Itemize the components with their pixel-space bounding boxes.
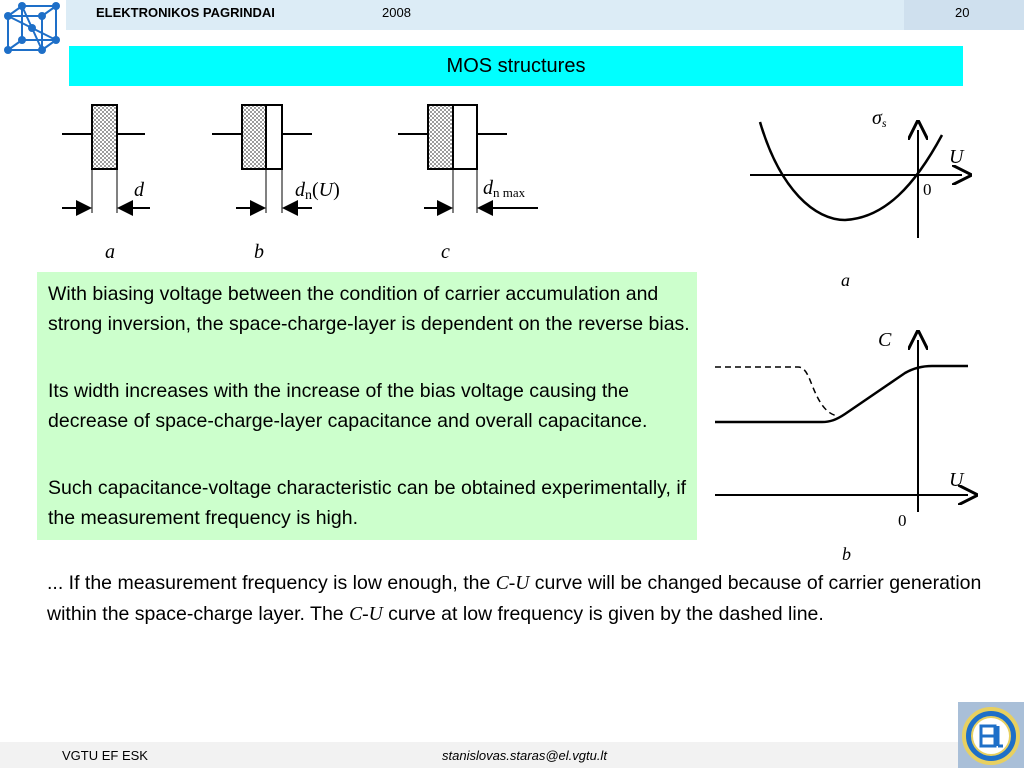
footer-institution: VGTU EF ESK bbox=[62, 748, 148, 763]
label-dnmax-group: dn max bbox=[483, 177, 526, 200]
slide-title: MOS structures bbox=[446, 55, 586, 77]
explanation-box: With biasing voltage between the conditi… bbox=[37, 272, 697, 540]
graph-a-y-sub: s bbox=[882, 116, 887, 130]
mos-structures-figure: d dn(U) dn max a b c bbox=[62, 104, 538, 263]
graph-b-capacitance: C U 0 b bbox=[715, 329, 980, 564]
caption-b: b bbox=[254, 241, 264, 263]
label-dnmax: d bbox=[483, 177, 494, 199]
graph-a-y-label: σ bbox=[872, 107, 883, 129]
graph-a-y-label-group: σs bbox=[872, 107, 887, 130]
graph-b-origin: 0 bbox=[898, 511, 907, 530]
graph-b-x-label: U bbox=[949, 469, 965, 491]
label-dn-paren-open: ( bbox=[312, 179, 319, 201]
graph-b-y-label: C bbox=[878, 329, 892, 351]
label-dn-u: U bbox=[319, 179, 335, 201]
header-year: 2008 bbox=[382, 5, 411, 20]
structure-a bbox=[62, 104, 150, 216]
label-dnmax-sub: n max bbox=[493, 185, 526, 200]
caption-a: a bbox=[105, 241, 115, 263]
vgtu-logo-icon bbox=[958, 702, 1024, 768]
header-bar bbox=[0, 0, 1024, 30]
structure-b bbox=[212, 104, 312, 216]
note-part-3: curve at low frequency is given by the d… bbox=[382, 603, 824, 625]
label-dn: d bbox=[295, 179, 306, 201]
note-cu-1: C-U bbox=[495, 573, 530, 594]
low-frequency-note: ... If the measurement frequency is low … bbox=[47, 568, 987, 630]
graph-b-caption: b bbox=[842, 544, 851, 564]
course-title: ELEKTRONIKOS PAGRINDAI bbox=[96, 5, 275, 20]
cube-lattice-icon bbox=[0, 0, 66, 64]
graph-a-x-label: U bbox=[949, 146, 965, 168]
footer-bar bbox=[0, 742, 958, 768]
label-d: d bbox=[134, 179, 145, 201]
graph-a-curve bbox=[758, 121, 944, 222]
graph-b-hf-curve bbox=[715, 364, 968, 424]
caption-c: c bbox=[441, 241, 450, 263]
page-number: 20 bbox=[955, 5, 970, 20]
page-number-box bbox=[904, 0, 1024, 30]
graph-a-origin: 0 bbox=[923, 180, 932, 199]
note-part-2: curve will be changed because of carrier… bbox=[47, 572, 982, 625]
structure-c bbox=[398, 104, 538, 216]
explanation-para-3: Such capacitance-voltage characteristic … bbox=[48, 477, 687, 529]
label-dn-group: dn(U) bbox=[295, 179, 340, 203]
graph-a-surface-charge: σs U 0 a bbox=[750, 107, 980, 290]
explanation-para-2: Its width increases with the increase of… bbox=[48, 380, 648, 432]
graph-b-lf-dashed-curve bbox=[715, 366, 839, 417]
graph-a-caption: a bbox=[841, 270, 850, 290]
note-part-1: ... If the measurement frequency is low … bbox=[47, 572, 496, 594]
footer-email: stanislovas.staras@el.vgtu.lt bbox=[442, 748, 607, 763]
slide-title-bar: MOS structures bbox=[69, 46, 963, 86]
note-cu-2: C-U bbox=[349, 604, 383, 625]
label-dn-sub: n bbox=[305, 188, 312, 203]
label-dn-paren-close: ) bbox=[333, 179, 340, 201]
explanation-para-1: With biasing voltage between the conditi… bbox=[48, 283, 690, 335]
